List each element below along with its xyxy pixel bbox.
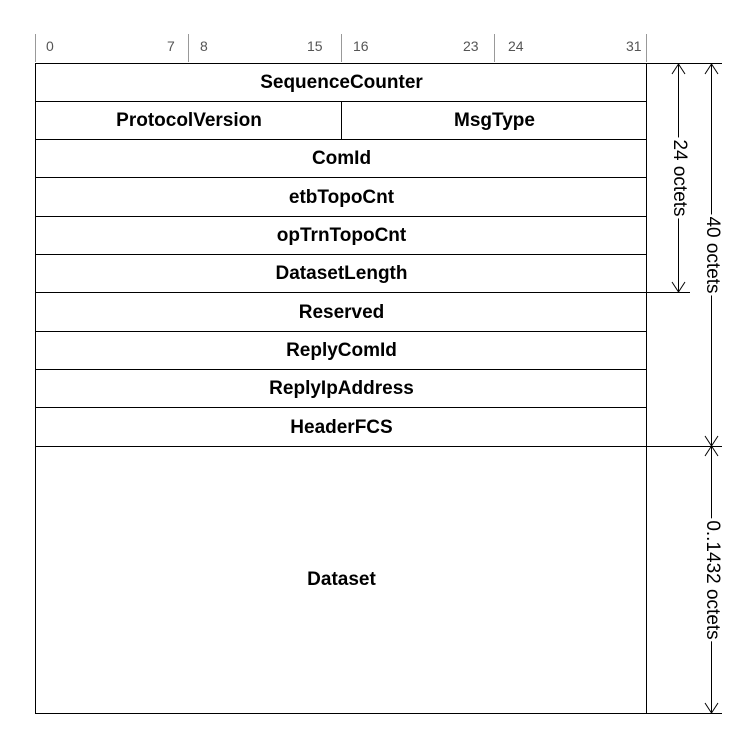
- bit-label-15: 15: [307, 38, 323, 54]
- field-sequence-counter: SequenceCounter: [260, 72, 423, 93]
- label-40-octets: 40 octets: [701, 214, 723, 296]
- bit-label-31: 31: [626, 38, 642, 54]
- label-24-octets: 24 octets: [668, 137, 690, 219]
- bit-label-7: 7: [167, 38, 175, 54]
- ruler-tick-right: [646, 34, 647, 62]
- bit-label-24: 24: [508, 38, 524, 54]
- field-reply-com-id: ReplyComId: [286, 340, 397, 361]
- bit-label-8: 8: [200, 38, 208, 54]
- table-border: [35, 63, 647, 714]
- field-msg-type: MsgType: [454, 110, 535, 131]
- field-dataset-length: DatasetLength: [275, 263, 408, 284]
- ruler-tick-8: [188, 34, 189, 62]
- field-reserved: Reserved: [298, 301, 385, 323]
- field-reply-ip-address: ReplyIpAddress: [269, 378, 414, 399]
- field-com-id: ComId: [311, 148, 372, 169]
- bit-label-23: 23: [463, 38, 479, 54]
- field-header-fcs: HeaderFCS: [290, 416, 393, 438]
- field-etb-topo-cnt: etbTopoCnt: [288, 186, 395, 208]
- bit-label-16: 16: [353, 38, 369, 54]
- label-dataset-octets: 0..1432 octets: [701, 518, 723, 642]
- ruler-tick-16: [341, 34, 342, 62]
- field-protocol-version: ProtocolVersion: [116, 110, 262, 131]
- ruler-tick-left: [35, 34, 36, 62]
- ruler-tick-24: [494, 34, 495, 62]
- bit-label-0: 0: [46, 38, 54, 54]
- field-dataset: Dataset: [307, 569, 376, 590]
- field-op-trn-topo-cnt: opTrnTopoCnt: [276, 225, 407, 246]
